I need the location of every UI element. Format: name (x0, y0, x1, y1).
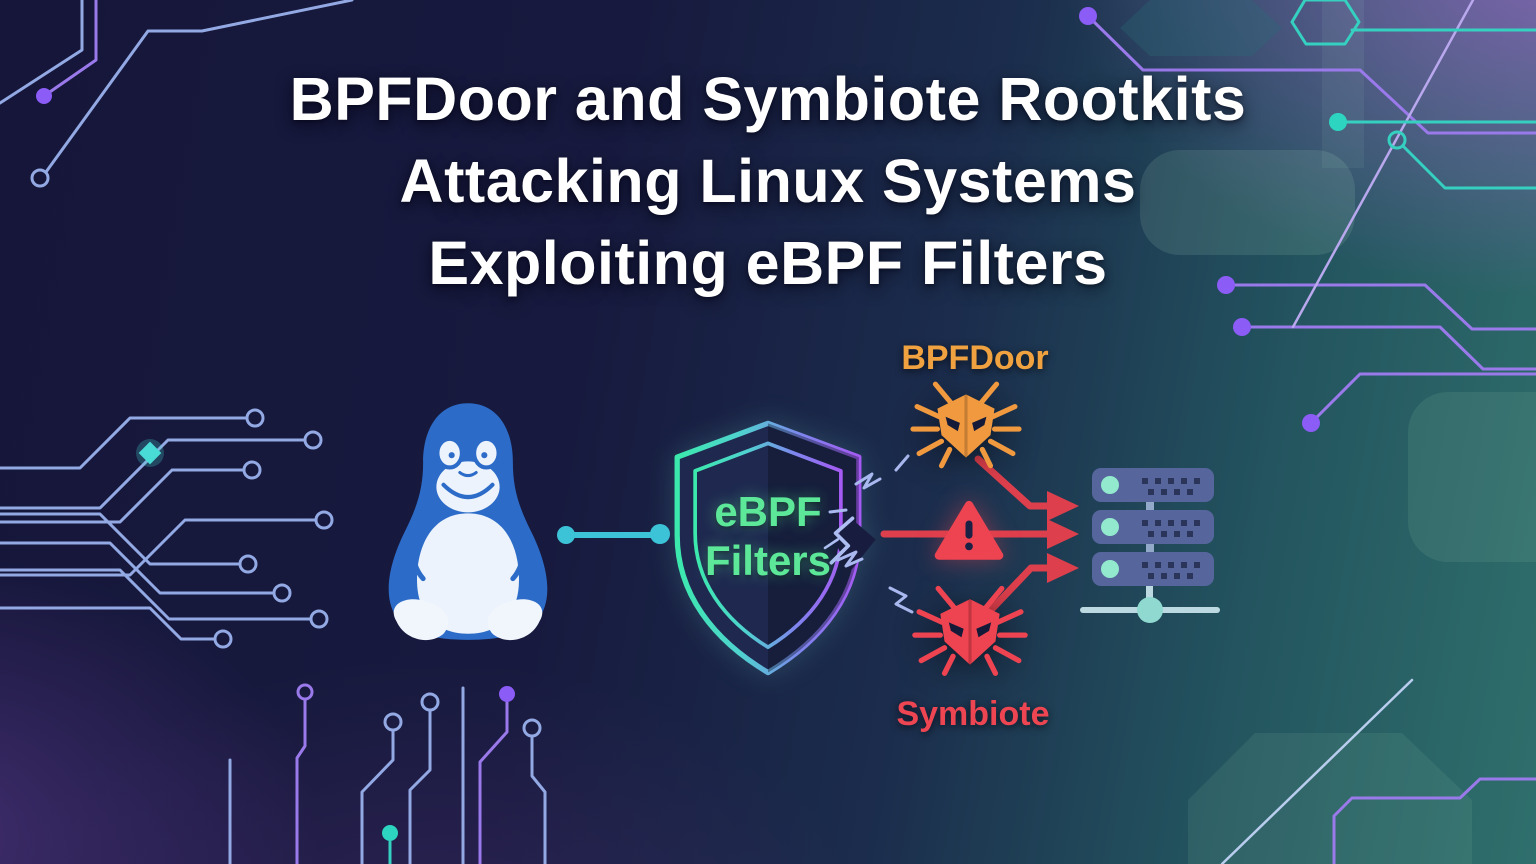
network-node-icon (1080, 586, 1220, 623)
symbiote-bug-icon (912, 585, 1028, 676)
penguin-shield-connector (557, 524, 670, 544)
background-shapes (1120, 0, 1536, 864)
ebpf-shield-icon (674, 420, 876, 676)
arrow-head-bottom (1047, 553, 1079, 583)
server-led-lights (1101, 476, 1119, 578)
circuit-traces-teal (388, 0, 1536, 864)
circuit-nodes-teal (136, 113, 1347, 841)
title-line-2: Attacking Linux Systems (399, 147, 1137, 215)
circuit-nodes-purple (36, 7, 1320, 702)
arrow-head-top (1047, 491, 1079, 521)
shield-crack-icon (829, 516, 855, 565)
crack-spark-icons (828, 454, 914, 614)
circuit-traces-blue (0, 0, 547, 864)
symbiote-label: Symbiote (896, 695, 1050, 733)
bpfdoor-bug-icon (910, 381, 1022, 469)
title-line-1: BPFDoor and Symbiote Rootkits (289, 65, 1247, 133)
bpfdoor-label: BPFDoor (901, 339, 1049, 377)
server-ports (1142, 478, 1200, 579)
linux-tux-penguin-icon (388, 403, 548, 641)
circuit-traces-purple (42, 0, 1536, 864)
warning-triangle-icon (934, 500, 1004, 560)
title-line-3: Exploiting eBPF Filters (428, 229, 1108, 297)
arrow-head-middle (1047, 519, 1079, 549)
server-stack-icon (1080, 468, 1220, 623)
page-title: BPFDoor and Symbiote Rootkits Attacking … (0, 58, 1536, 304)
